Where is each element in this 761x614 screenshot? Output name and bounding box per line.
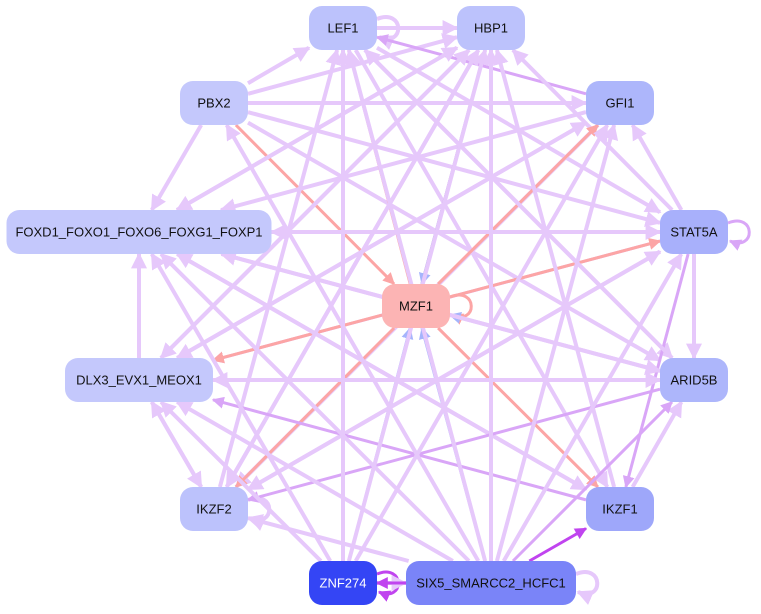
node-box[interactable] — [180, 487, 248, 531]
node-box[interactable] — [180, 81, 248, 125]
node-box[interactable] — [586, 81, 654, 125]
edge-znf274-to-foxd1 — [150, 252, 332, 563]
edge-six5-to-foxd1 — [159, 252, 471, 563]
node-box[interactable] — [6, 210, 272, 254]
node-label: GFI1 — [606, 96, 635, 111]
node-label: MZF1 — [399, 299, 433, 314]
edge-ikzf1-to-dlx3 — [211, 396, 587, 502]
node-label: PBX2 — [197, 96, 230, 111]
edge-six5-to-pbx2 — [224, 123, 481, 562]
node-label: STAT5A — [670, 225, 718, 240]
node-box[interactable] — [65, 358, 213, 402]
node-label: FOXD1_FOXO1_FOXO6_FOXG1_FOXP1 — [15, 225, 262, 240]
edge-stat5a-to-gfi1 — [630, 123, 684, 211]
node-label: ARID5B — [671, 373, 718, 388]
node-six5[interactable]: SIX5_SMARCC2_HCFC1 — [406, 561, 576, 605]
node-label: SIX5_SMARCC2_HCFC1 — [416, 576, 566, 591]
node-label: ZNF274 — [320, 576, 367, 591]
edge-ikzf2-to-stat5a — [247, 249, 662, 492]
edge-six5-to-dlx3 — [175, 400, 454, 563]
edge-ikzf1-to-arid5b — [630, 400, 684, 488]
node-box[interactable] — [406, 561, 576, 605]
edge-pbx2-to-arid5b — [247, 120, 662, 363]
node-label: LEF1 — [327, 21, 358, 36]
node-box[interactable] — [309, 561, 377, 605]
node-box[interactable] — [382, 284, 450, 328]
edge-mzf1-to-mzf1 — [449, 293, 473, 325]
edge-six5-to-gfi1 — [494, 123, 619, 562]
edge-six5-to-ikzf2 — [246, 514, 410, 563]
node-mzf1[interactable]: MZF1 — [382, 284, 450, 328]
edge-stat5a-to-stat5a — [727, 219, 751, 251]
edge-mzf1-to-dlx3 — [211, 313, 383, 364]
node-lef1[interactable]: LEF1 — [309, 6, 377, 50]
node-gfi1[interactable]: GFI1 — [586, 81, 654, 125]
edge-six5-to-ikzf1 — [528, 527, 588, 563]
node-stat5a[interactable]: STAT5A — [660, 210, 728, 254]
node-box[interactable] — [309, 6, 377, 50]
node-label: HBP1 — [474, 21, 508, 36]
edge-pbx2-to-foxd1 — [150, 123, 203, 212]
edge-dlx3-to-gfi1 — [176, 120, 588, 360]
node-hbp1[interactable]: HBP1 — [457, 6, 525, 50]
node-box[interactable] — [457, 6, 525, 50]
node-pbx2[interactable]: PBX2 — [180, 81, 248, 125]
edge-ikzf1-to-foxd1 — [175, 252, 587, 492]
node-label: IKZF1 — [602, 502, 637, 517]
edge-six5-to-stat5a — [501, 252, 684, 563]
node-znf274[interactable]: ZNF274 — [309, 561, 377, 605]
edge-znf274-to-dlx3 — [159, 400, 323, 563]
node-foxd1[interactable]: FOXD1_FOXO1_FOXO6_FOXG1_FOXP1 — [6, 210, 272, 254]
edge-six5-to-arid5b — [511, 400, 674, 563]
node-label: DLX3_EVX1_MEOX1 — [76, 373, 202, 388]
edge-six5-to-six5 — [575, 570, 600, 605]
edge-mzf1-to-ikzf1 — [437, 326, 599, 489]
node-label: IKZF2 — [196, 502, 231, 517]
node-box[interactable] — [586, 487, 654, 531]
edge-arid5b-to-lef1 — [363, 48, 674, 360]
node-ikzf2[interactable]: IKZF2 — [180, 487, 248, 531]
edge-pbx2-to-lef1 — [246, 46, 311, 85]
node-box[interactable] — [660, 358, 728, 402]
edge-ikzf1-to-hbp1 — [492, 48, 617, 488]
node-box[interactable] — [660, 210, 728, 254]
edge-gfi1-to-foxd1 — [219, 110, 587, 214]
node-ikzf1[interactable]: IKZF1 — [586, 487, 654, 531]
node-arid5b[interactable]: ARID5B — [660, 358, 728, 402]
node-dlx3[interactable]: DLX3_EVX1_MEOX1 — [65, 358, 213, 402]
